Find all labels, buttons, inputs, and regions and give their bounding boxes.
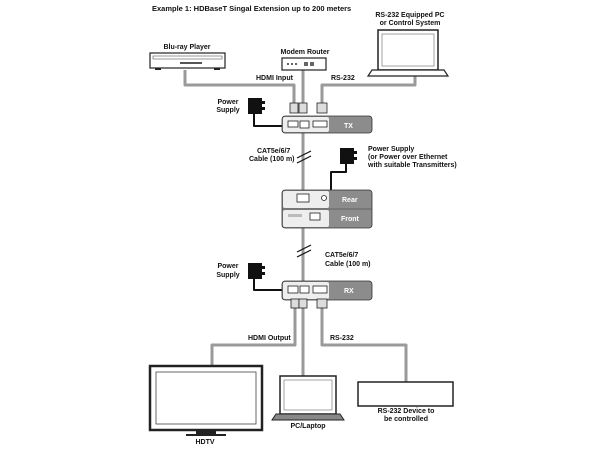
rs232-device	[357, 381, 454, 407]
diagram-title: Example 1: HDBaseT Singal Extension up t…	[152, 4, 351, 13]
cable-break-bottom	[296, 244, 312, 258]
hdmi-output-cable	[210, 300, 297, 366]
repeater-power-line2: (or Power over Ethernet	[368, 154, 448, 161]
power-supply-top-line1: Power	[217, 99, 238, 106]
rear-label: Rear	[342, 197, 358, 204]
rs232-top-cable	[320, 76, 417, 112]
power-supply-bottom	[248, 263, 265, 279]
pc-control-system	[366, 29, 450, 77]
hdtv	[148, 364, 264, 436]
rx-unit	[281, 280, 373, 301]
rx-label: RX	[344, 288, 354, 295]
power-cable-top	[253, 112, 290, 127]
front-label: Front	[341, 216, 360, 223]
laptop-label: PC/Laptop	[291, 423, 326, 430]
cat-top-line2: Cable (100 m)	[249, 156, 295, 163]
power-supply-top-line2: Supply	[216, 107, 239, 114]
cat-top-line1: CAT5e/6/7	[257, 148, 290, 155]
laptop	[271, 375, 345, 421]
repeater-power-line1: Power Supply	[368, 146, 414, 153]
cat-bottom-line1: CAT5e/6/7	[325, 252, 358, 259]
cat-bottom-line2: Cable (100 m)	[325, 261, 371, 268]
rs232-bottom-cable	[320, 300, 408, 382]
repeater-power-line3: with suitable Transmitters)	[367, 162, 457, 169]
pc-top-label-line2: or Control System	[380, 20, 441, 27]
tx-connectors	[289, 102, 328, 114]
bluray-player	[149, 52, 226, 70]
power-supply-bottom-line1: Power	[217, 263, 238, 270]
rs232-device-line2: be controlled	[384, 416, 428, 423]
tx-label: TX	[344, 123, 353, 130]
cable-break-top	[296, 150, 312, 164]
power-cable-bottom	[253, 277, 290, 291]
power-supply-top	[248, 98, 265, 114]
hdmi-output-label: HDMI Output	[248, 335, 291, 342]
power-supply-bottom-line2: Supply	[216, 272, 239, 279]
rs232-top-label: RS-232	[331, 75, 355, 82]
tx-unit	[281, 115, 373, 134]
rs232-device-line1: RS-232 Device to	[378, 408, 435, 415]
modem-router	[281, 57, 327, 71]
repeater-power-supply	[340, 148, 357, 164]
repeater-unit	[281, 189, 373, 229]
rx-connectors	[290, 298, 328, 309]
hdmi-input-cable	[183, 70, 296, 112]
hdmi-input-label: HDMI Input	[256, 75, 294, 82]
hdtv-label: HDTV	[195, 439, 214, 446]
repeater-power-cable	[330, 162, 347, 190]
rs232-bottom-label: RS-232	[330, 335, 354, 342]
pc-top-label-line1: RS-232 Equipped PC	[375, 12, 444, 19]
bluray-label: Blu-ray Player	[163, 44, 210, 51]
router-label: Modem Router	[281, 49, 330, 56]
